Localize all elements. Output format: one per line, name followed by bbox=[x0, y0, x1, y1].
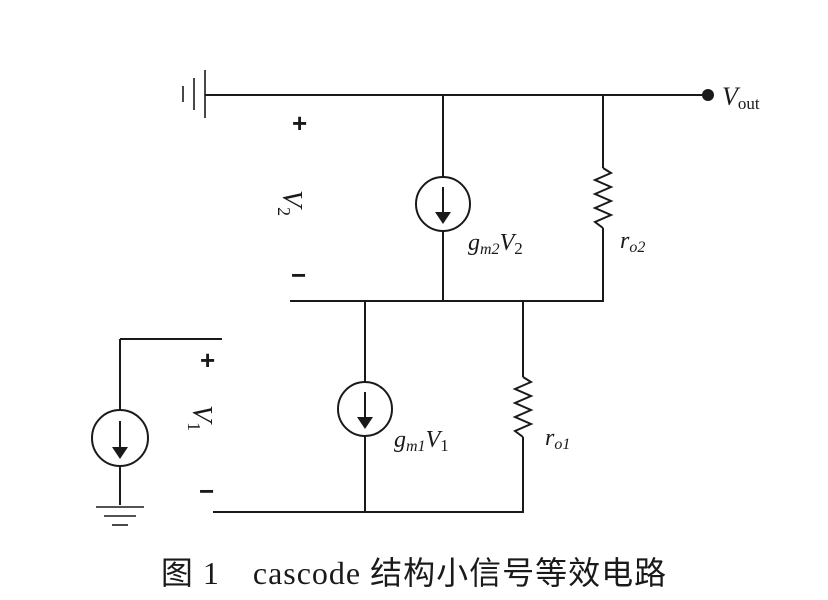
ro1-label: ro1 bbox=[545, 425, 570, 453]
v2-plus-sign: + bbox=[292, 108, 307, 138]
v1-minus-sign: − bbox=[199, 476, 214, 506]
upper-current-source-icon bbox=[415, 176, 471, 232]
ro2-label: ro2 bbox=[620, 228, 645, 256]
ro2-resistor-icon bbox=[592, 167, 614, 229]
bottom-ground-icon bbox=[96, 506, 144, 526]
v1-label: V1 bbox=[184, 405, 217, 431]
figure-caption: 图 1 cascode 结构小信号等效电路 bbox=[160, 555, 668, 591]
v2-label: V2 bbox=[274, 190, 307, 216]
lower-current-source-icon bbox=[337, 381, 393, 437]
gm1-label: gm1V1 bbox=[394, 427, 449, 455]
top-ground-icon bbox=[182, 70, 206, 118]
vout-node bbox=[702, 89, 714, 101]
v2-minus-sign: − bbox=[291, 260, 306, 290]
vout-label: Vout bbox=[722, 82, 760, 113]
ro1-resistor-icon bbox=[512, 376, 534, 438]
v1-plus-sign: + bbox=[200, 345, 215, 375]
input-current-source-icon bbox=[91, 409, 149, 467]
gm2-label: gm2V2 bbox=[468, 230, 523, 258]
